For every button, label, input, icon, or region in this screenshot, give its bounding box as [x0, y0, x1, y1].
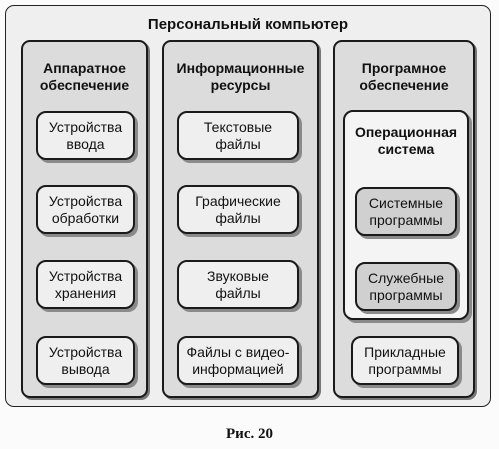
info-graphic-files: Графические файлы: [177, 185, 299, 234]
column-software-title: Програмное обеспечение: [359, 60, 449, 93]
hardware-processing-devices: Устройства обработки: [36, 185, 135, 234]
hardware-input-devices: Устройства ввода: [36, 111, 135, 160]
info-video-files: Файлы с видео- информацией: [177, 336, 299, 385]
os-system-programs: Системные программы: [355, 187, 457, 236]
column-hardware-title: Аппаратное обеспечение: [39, 60, 130, 93]
software-application-programs: Прикладные программы: [351, 336, 459, 385]
figure-caption: Рис. 20: [226, 426, 273, 442]
operating-system-group: Операционная система Системные программы…: [343, 110, 469, 320]
hardware-storage-devices: Устройства хранения: [36, 260, 135, 309]
operating-system-title: Операционная система: [354, 124, 458, 157]
diagram-title: Персональный компьютер: [147, 16, 349, 33]
info-text-files: Текстовые файлы: [177, 111, 299, 160]
column-information-resources: Информационные ресурсы Текстовые файлы Г…: [162, 40, 319, 398]
column-information-title: Информационные ресурсы: [176, 60, 305, 93]
hardware-output-devices: Устройства вывода: [36, 336, 135, 385]
column-hardware: Аппаратное обеспечение Устройства ввода …: [21, 40, 148, 398]
column-software: Програмное обеспечение Операционная сист…: [333, 40, 475, 398]
info-sound-files: Звуковые файлы: [177, 260, 299, 309]
os-utility-programs: Служебные программы: [355, 262, 457, 311]
